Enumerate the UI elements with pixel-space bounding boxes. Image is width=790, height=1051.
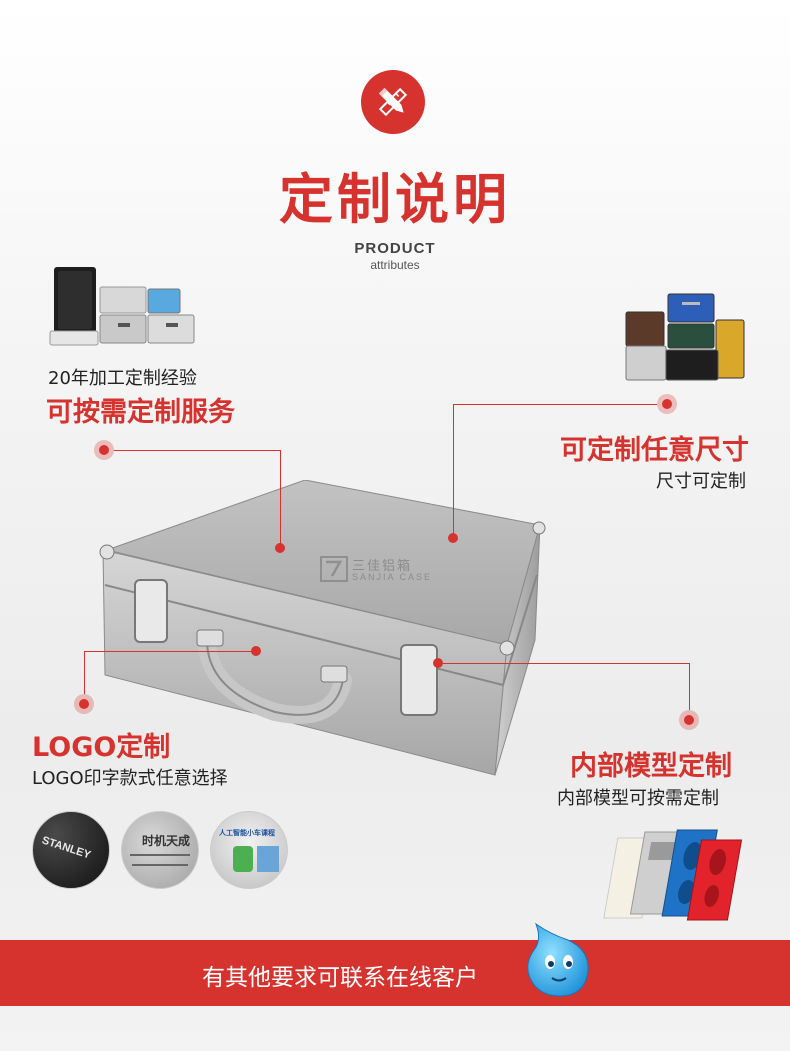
- connector-line: [438, 663, 689, 664]
- logo-text: LOGO印字款式任意选择: [32, 768, 228, 789]
- logo-sample-engraved: 时机天成: [121, 811, 199, 889]
- robot-icon: [233, 846, 253, 872]
- case-stack-image-right: [624, 290, 746, 382]
- logo-sample-sign: 人工智能小车课程: [210, 811, 288, 889]
- marker-dot-logo: [74, 694, 94, 714]
- sign-title: 人工智能小车课程: [219, 829, 275, 837]
- size-text: 尺寸可定制: [656, 471, 746, 492]
- engraved-label: 时机天成: [142, 834, 191, 848]
- watermark-cn: 三佳铝箱: [352, 559, 413, 574]
- pencil-ruler-icon: [361, 70, 425, 134]
- marker-point: [448, 533, 458, 543]
- contact-banner[interactable]: [0, 940, 790, 1006]
- page-title: 定制说明: [279, 168, 511, 231]
- marker-point: [433, 658, 443, 668]
- marker-dot-size: [657, 394, 677, 414]
- engraved-lines: [130, 854, 190, 856]
- aluminum-case-body: [95, 479, 735, 780]
- logo-sample-stanley: STANLEY: [32, 811, 110, 889]
- connector-line: [84, 651, 85, 694]
- connector-line: [453, 404, 657, 405]
- connector-line: [453, 404, 454, 538]
- marker-dot-interior: [679, 710, 699, 730]
- stanley-label: STANLEY: [40, 834, 93, 862]
- marker-point: [251, 646, 261, 656]
- connector-line: [280, 450, 281, 548]
- contact-banner-text: 有其他要求可联系在线客户: [202, 965, 478, 991]
- water-drop-mascot-icon: [522, 920, 592, 998]
- custom-service-heading: 可按需定制服务: [46, 397, 235, 428]
- subtitle-attributes: attributes: [370, 258, 420, 272]
- custom-size-heading: 可定制任意尺寸: [560, 435, 749, 466]
- engraved-lines: [132, 864, 188, 866]
- connector-line: [689, 663, 690, 710]
- logo-custom-heading: LOGO定制: [32, 732, 171, 763]
- interior-text: 内部模型可按需定制: [557, 788, 719, 809]
- marker-dot-service: [94, 440, 114, 460]
- foam-insert-image: [600, 826, 750, 922]
- case-stack-image-left: [48, 265, 200, 347]
- connector-line: [114, 450, 280, 451]
- subtitle-product: PRODUCT: [354, 240, 436, 257]
- sign-panel: [257, 846, 279, 872]
- experience-text: 20年加工定制经验: [48, 368, 197, 389]
- marker-point: [275, 543, 285, 553]
- watermark-en: SANJIA CASE: [352, 572, 433, 582]
- interior-custom-heading: 内部模型定制: [570, 751, 732, 782]
- connector-line: [84, 651, 256, 652]
- brand-logo-icon: [320, 556, 348, 582]
